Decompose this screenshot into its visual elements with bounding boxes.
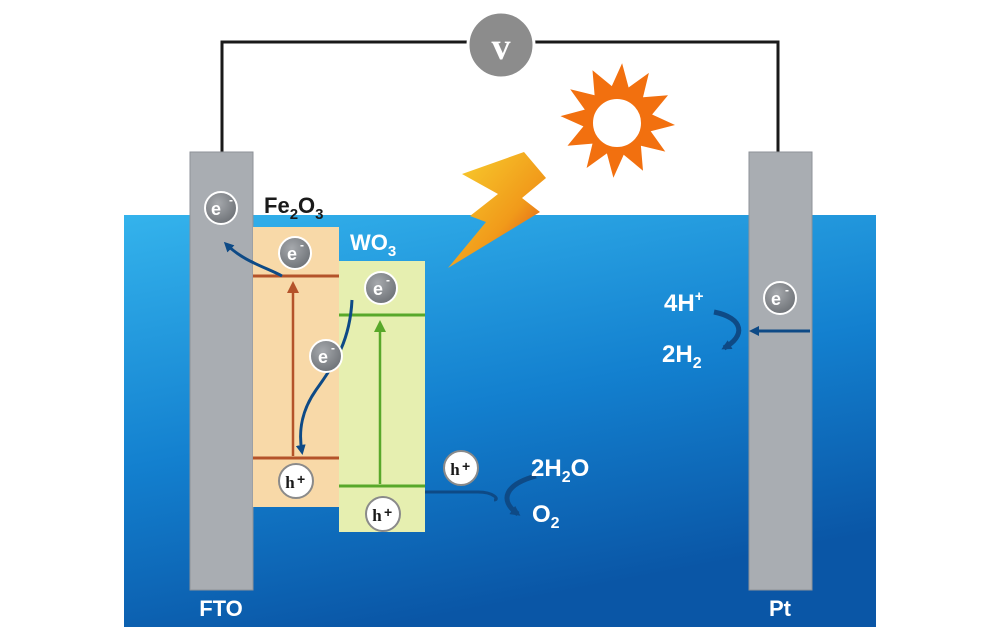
electron-pt-label: e (771, 289, 781, 309)
electron-wo3-cb: e - (364, 271, 398, 305)
fe2o3-label-base: Fe (264, 193, 290, 218)
electron-transit-sup: - (331, 341, 335, 355)
cathode-product-label: 2H2 (662, 341, 702, 372)
hole-wo3-sup: + (384, 504, 392, 520)
cathode-product-sub: 2 (693, 355, 702, 372)
hole-wo3-label: h (372, 506, 382, 525)
electron-pt: e - (763, 281, 797, 315)
cathode-reactant-base: 4H (664, 290, 695, 317)
hole-electrolyte-sup: + (462, 458, 470, 474)
cathode-product-base: 2H (662, 341, 693, 368)
fe2o3-label-mid: O (298, 193, 315, 218)
fe2o3-label-sub1: 2 (290, 206, 298, 223)
electron-fto-sup: - (229, 193, 233, 207)
cathode-reactant-label: 4H+ (664, 288, 704, 317)
voltmeter-symbol: v (492, 26, 511, 68)
sun-icon (560, 63, 675, 178)
anode-reactant-pre: 2H (531, 455, 562, 482)
electron-pt-sup: - (785, 283, 789, 297)
electron-transit-label: e (318, 347, 328, 367)
hole-fe2o3-sup: + (297, 471, 305, 487)
hole-wo3-vb: h + (365, 496, 401, 532)
electron-recombination-arrow (295, 299, 354, 455)
pt-electrode (748, 151, 813, 591)
electron-wo3-sup: - (386, 273, 390, 287)
hole-fe2o3-label: h (285, 473, 295, 492)
proton-reduction-arrow (713, 309, 742, 351)
fe2o3-label: Fe2O3 (264, 193, 324, 223)
electron-fto-label: e (211, 199, 221, 219)
fto-electrode (189, 151, 254, 591)
electron-wo3-label: e (373, 279, 383, 299)
anode-reactant-label: 2H2O (531, 455, 589, 486)
wo3-label: WO3 (350, 230, 396, 260)
electron-transfer-to-fto-arrow (223, 241, 283, 278)
wo3-label-base: WO (350, 230, 388, 255)
fe2o3-label-sub2: 3 (315, 206, 323, 223)
anode-reactant-sub: 2 (562, 469, 571, 486)
hole-electrolyte: h + (443, 450, 479, 486)
hole-fe2o3-vb: h + (278, 463, 314, 499)
electron-fe2o3-cb: e - (278, 236, 312, 270)
cathode-reactant-sup: + (695, 288, 704, 305)
electron-transit: e - (309, 339, 343, 373)
voltmeter: v (466, 10, 536, 80)
wo3-label-sub: 3 (388, 243, 396, 260)
hole-electrolyte-label: h (450, 460, 460, 479)
pt-label: Pt (769, 596, 792, 621)
hole-transfer-arrow (425, 490, 498, 502)
electron-fe2o3-label: e (287, 244, 297, 264)
electron-fe2o3-sup: - (300, 238, 304, 252)
lightning-icon (448, 152, 546, 268)
water-oxidation-arrow (504, 473, 537, 517)
anode-product-label: O2 (532, 501, 560, 532)
anode-reactant-post: O (571, 455, 590, 482)
anode-product-base: O (532, 501, 551, 528)
fto-label: FTO (199, 596, 243, 621)
anode-product-sub: 2 (551, 515, 560, 532)
electron-fto: e - (204, 191, 238, 225)
